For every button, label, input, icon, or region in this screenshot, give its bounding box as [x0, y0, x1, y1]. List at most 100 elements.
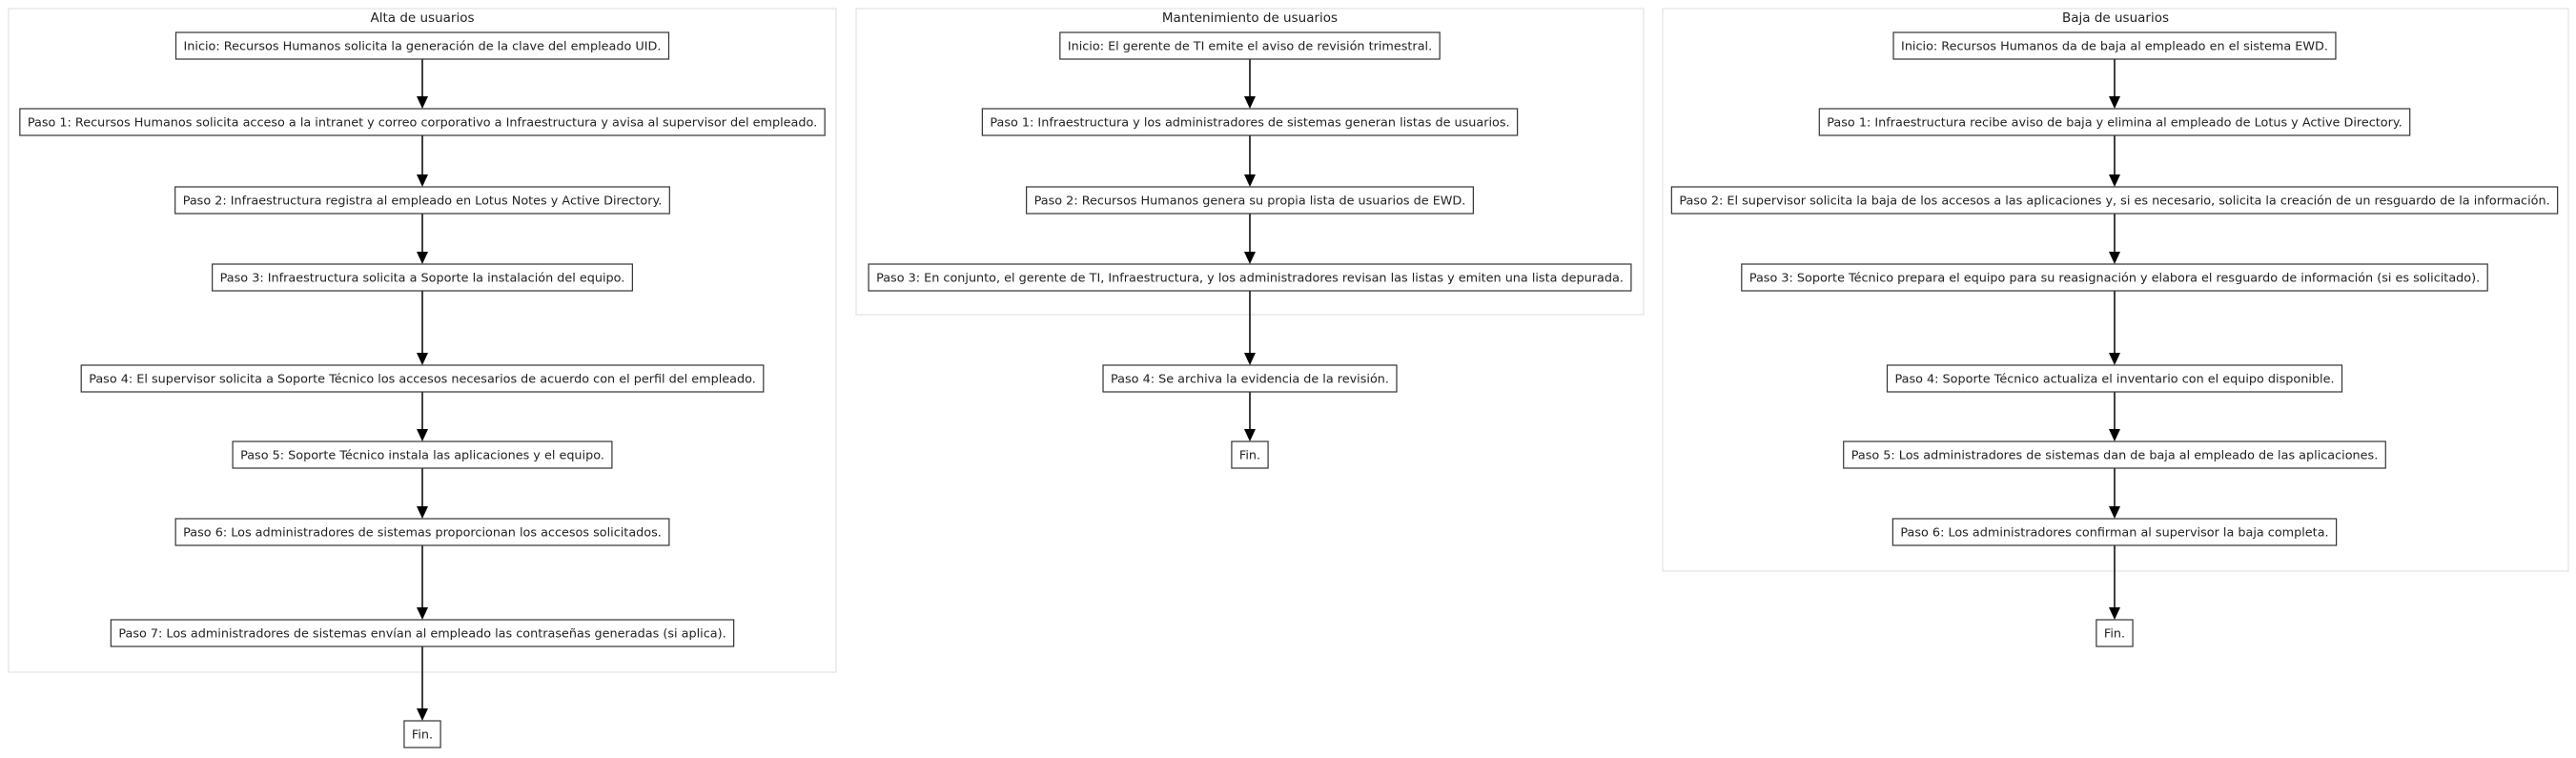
node-box — [212, 263, 633, 292]
node-m3: Paso 3: En conjunto, el gerente de TI, I… — [868, 263, 1632, 292]
node-a1: Paso 1: Recursos Humanos solicita acceso… — [19, 108, 826, 136]
arrowhead — [2109, 174, 2120, 187]
node-box — [868, 263, 1632, 292]
node-box — [110, 619, 735, 647]
edge-b0-b1 — [2109, 59, 2120, 109]
edge-a7-aEnd — [417, 646, 428, 721]
node-label: Inicio: Recursos Humanos da de baja al e… — [1901, 40, 2328, 54]
arrowhead — [417, 174, 428, 187]
edge-a6-a7 — [417, 545, 428, 620]
arrowhead — [1244, 174, 1256, 187]
node-label: Paso 3: Infraestructura solicita a Sopor… — [220, 272, 625, 286]
node-box — [1059, 31, 1441, 60]
node-label: Paso 6: Los administradores de sistemas … — [183, 526, 662, 541]
node-a6: Paso 6: Los administradores de sistemas … — [174, 518, 670, 546]
node-label: Paso 4: Se archiva la evidencia de la re… — [1111, 373, 1389, 387]
node-box — [80, 364, 765, 393]
arrowhead — [417, 252, 428, 264]
node-box — [174, 186, 670, 215]
node-a2: Paso 2: Infraestructura registra al empl… — [174, 186, 670, 215]
arrowhead — [2109, 506, 2120, 519]
arrowhead — [417, 506, 428, 519]
arrowhead — [2109, 353, 2120, 365]
node-label: Paso 2: El supervisor solicita la baja d… — [1679, 195, 2549, 209]
node-box — [1892, 31, 2337, 60]
arrowhead — [1244, 252, 1256, 264]
node-box — [232, 440, 613, 469]
edge-a3-a4 — [417, 291, 428, 365]
node-label: Paso 1: Infraestructura recibe aviso de … — [1827, 116, 2402, 131]
node-a4: Paso 4: El supervisor solicita a Soporte… — [80, 364, 765, 393]
node-box — [1741, 263, 2488, 292]
node-label: Inicio: El gerente de TI emite el aviso … — [1068, 40, 1432, 54]
edge-a1-a2 — [417, 135, 428, 187]
node-label: Paso 4: El supervisor solicita a Soporte… — [89, 373, 756, 387]
arrowhead — [417, 607, 428, 620]
node-a0: Inicio: Recursos Humanos solicita la gen… — [174, 31, 670, 60]
arrowhead — [417, 429, 428, 441]
cluster-title: Baja de usuarios — [2062, 10, 2169, 26]
cluster-title: Alta de usuarios — [370, 10, 474, 26]
node-label: Paso 1: Infraestructura y los administra… — [990, 116, 1509, 131]
node-b5: Paso 5: Los administradores de sistemas … — [1843, 440, 2386, 469]
edge-m4-mEnd — [1244, 392, 1256, 441]
node-label: Paso 5: Soporte Técnico instala las apli… — [240, 449, 604, 463]
node-box — [1026, 186, 1474, 215]
node-label: Paso 5: Los administradores de sistemas … — [1851, 449, 2379, 463]
edge-b1-b2 — [2109, 135, 2120, 187]
arrowhead — [2109, 252, 2120, 264]
node-box — [1231, 440, 1269, 469]
node-b1: Paso 1: Infraestructura recibe aviso de … — [1818, 108, 2411, 136]
nodes-layer: Inicio: Recursos Humanos solicita la gen… — [19, 31, 2559, 748]
node-a7: Paso 7: Los administradores de sistemas … — [110, 619, 735, 647]
node-label: Paso 7: Los administradores de sistemas … — [118, 627, 726, 642]
node-m4: Paso 4: Se archiva la evidencia de la re… — [1102, 364, 1398, 393]
arrowhead — [2109, 607, 2120, 620]
edge-m2-m3 — [1244, 214, 1256, 264]
node-label: Paso 1: Recursos Humanos solicita acceso… — [28, 116, 817, 131]
arrowhead — [417, 353, 428, 365]
node-label: Paso 3: Soporte Técnico prepara el equip… — [1749, 272, 2480, 286]
node-box — [403, 720, 441, 748]
edges-layer — [417, 59, 2120, 721]
node-box — [1891, 518, 2338, 546]
node-label: Fin. — [1239, 449, 1260, 463]
node-box — [1886, 364, 2343, 393]
node-m0: Inicio: El gerente de TI emite el aviso … — [1059, 31, 1441, 60]
edge-b3-b4 — [2109, 291, 2120, 365]
edge-a5-a6 — [417, 468, 428, 519]
edge-a0-a1 — [417, 59, 428, 109]
arrowhead — [417, 96, 428, 109]
node-m2: Paso 2: Recursos Humanos genera su propi… — [1026, 186, 1474, 215]
node-label: Fin. — [412, 728, 433, 743]
node-box — [174, 518, 670, 546]
node-b0: Inicio: Recursos Humanos da de baja al e… — [1892, 31, 2337, 60]
edge-b2-b3 — [2109, 214, 2120, 264]
node-label: Paso 2: Recursos Humanos genera su propi… — [1034, 195, 1466, 209]
node-b4: Paso 4: Soporte Técnico actualiza el inv… — [1886, 364, 2343, 393]
node-box — [1670, 186, 2559, 215]
node-b3: Paso 3: Soporte Técnico prepara el equip… — [1741, 263, 2488, 292]
node-a3: Paso 3: Infraestructura solicita a Sopor… — [212, 263, 633, 292]
node-label: Paso 2: Infraestructura registra al empl… — [183, 195, 663, 209]
node-box — [1102, 364, 1398, 393]
arrowhead — [2109, 96, 2120, 109]
arrowhead — [1244, 353, 1256, 365]
arrowhead — [1244, 96, 1256, 109]
node-label: Inicio: Recursos Humanos solicita la gen… — [184, 40, 662, 54]
node-box — [2096, 619, 2134, 647]
edge-m0-m1 — [1244, 59, 1256, 109]
node-box — [981, 108, 1519, 136]
edge-m3-m4 — [1244, 291, 1256, 365]
node-label: Fin. — [2104, 627, 2125, 642]
arrowhead — [1244, 429, 1256, 441]
node-a5: Paso 5: Soporte Técnico instala las apli… — [232, 440, 613, 469]
arrowhead — [2109, 429, 2120, 441]
node-label: Paso 4: Soporte Técnico actualiza el inv… — [1894, 373, 2334, 387]
node-bEnd: Fin. — [2096, 619, 2134, 647]
edge-m1-m2 — [1244, 135, 1256, 187]
arrowhead — [417, 708, 428, 721]
node-box — [174, 31, 670, 60]
node-label: Paso 6: Los administradores confirman al… — [1900, 526, 2328, 541]
